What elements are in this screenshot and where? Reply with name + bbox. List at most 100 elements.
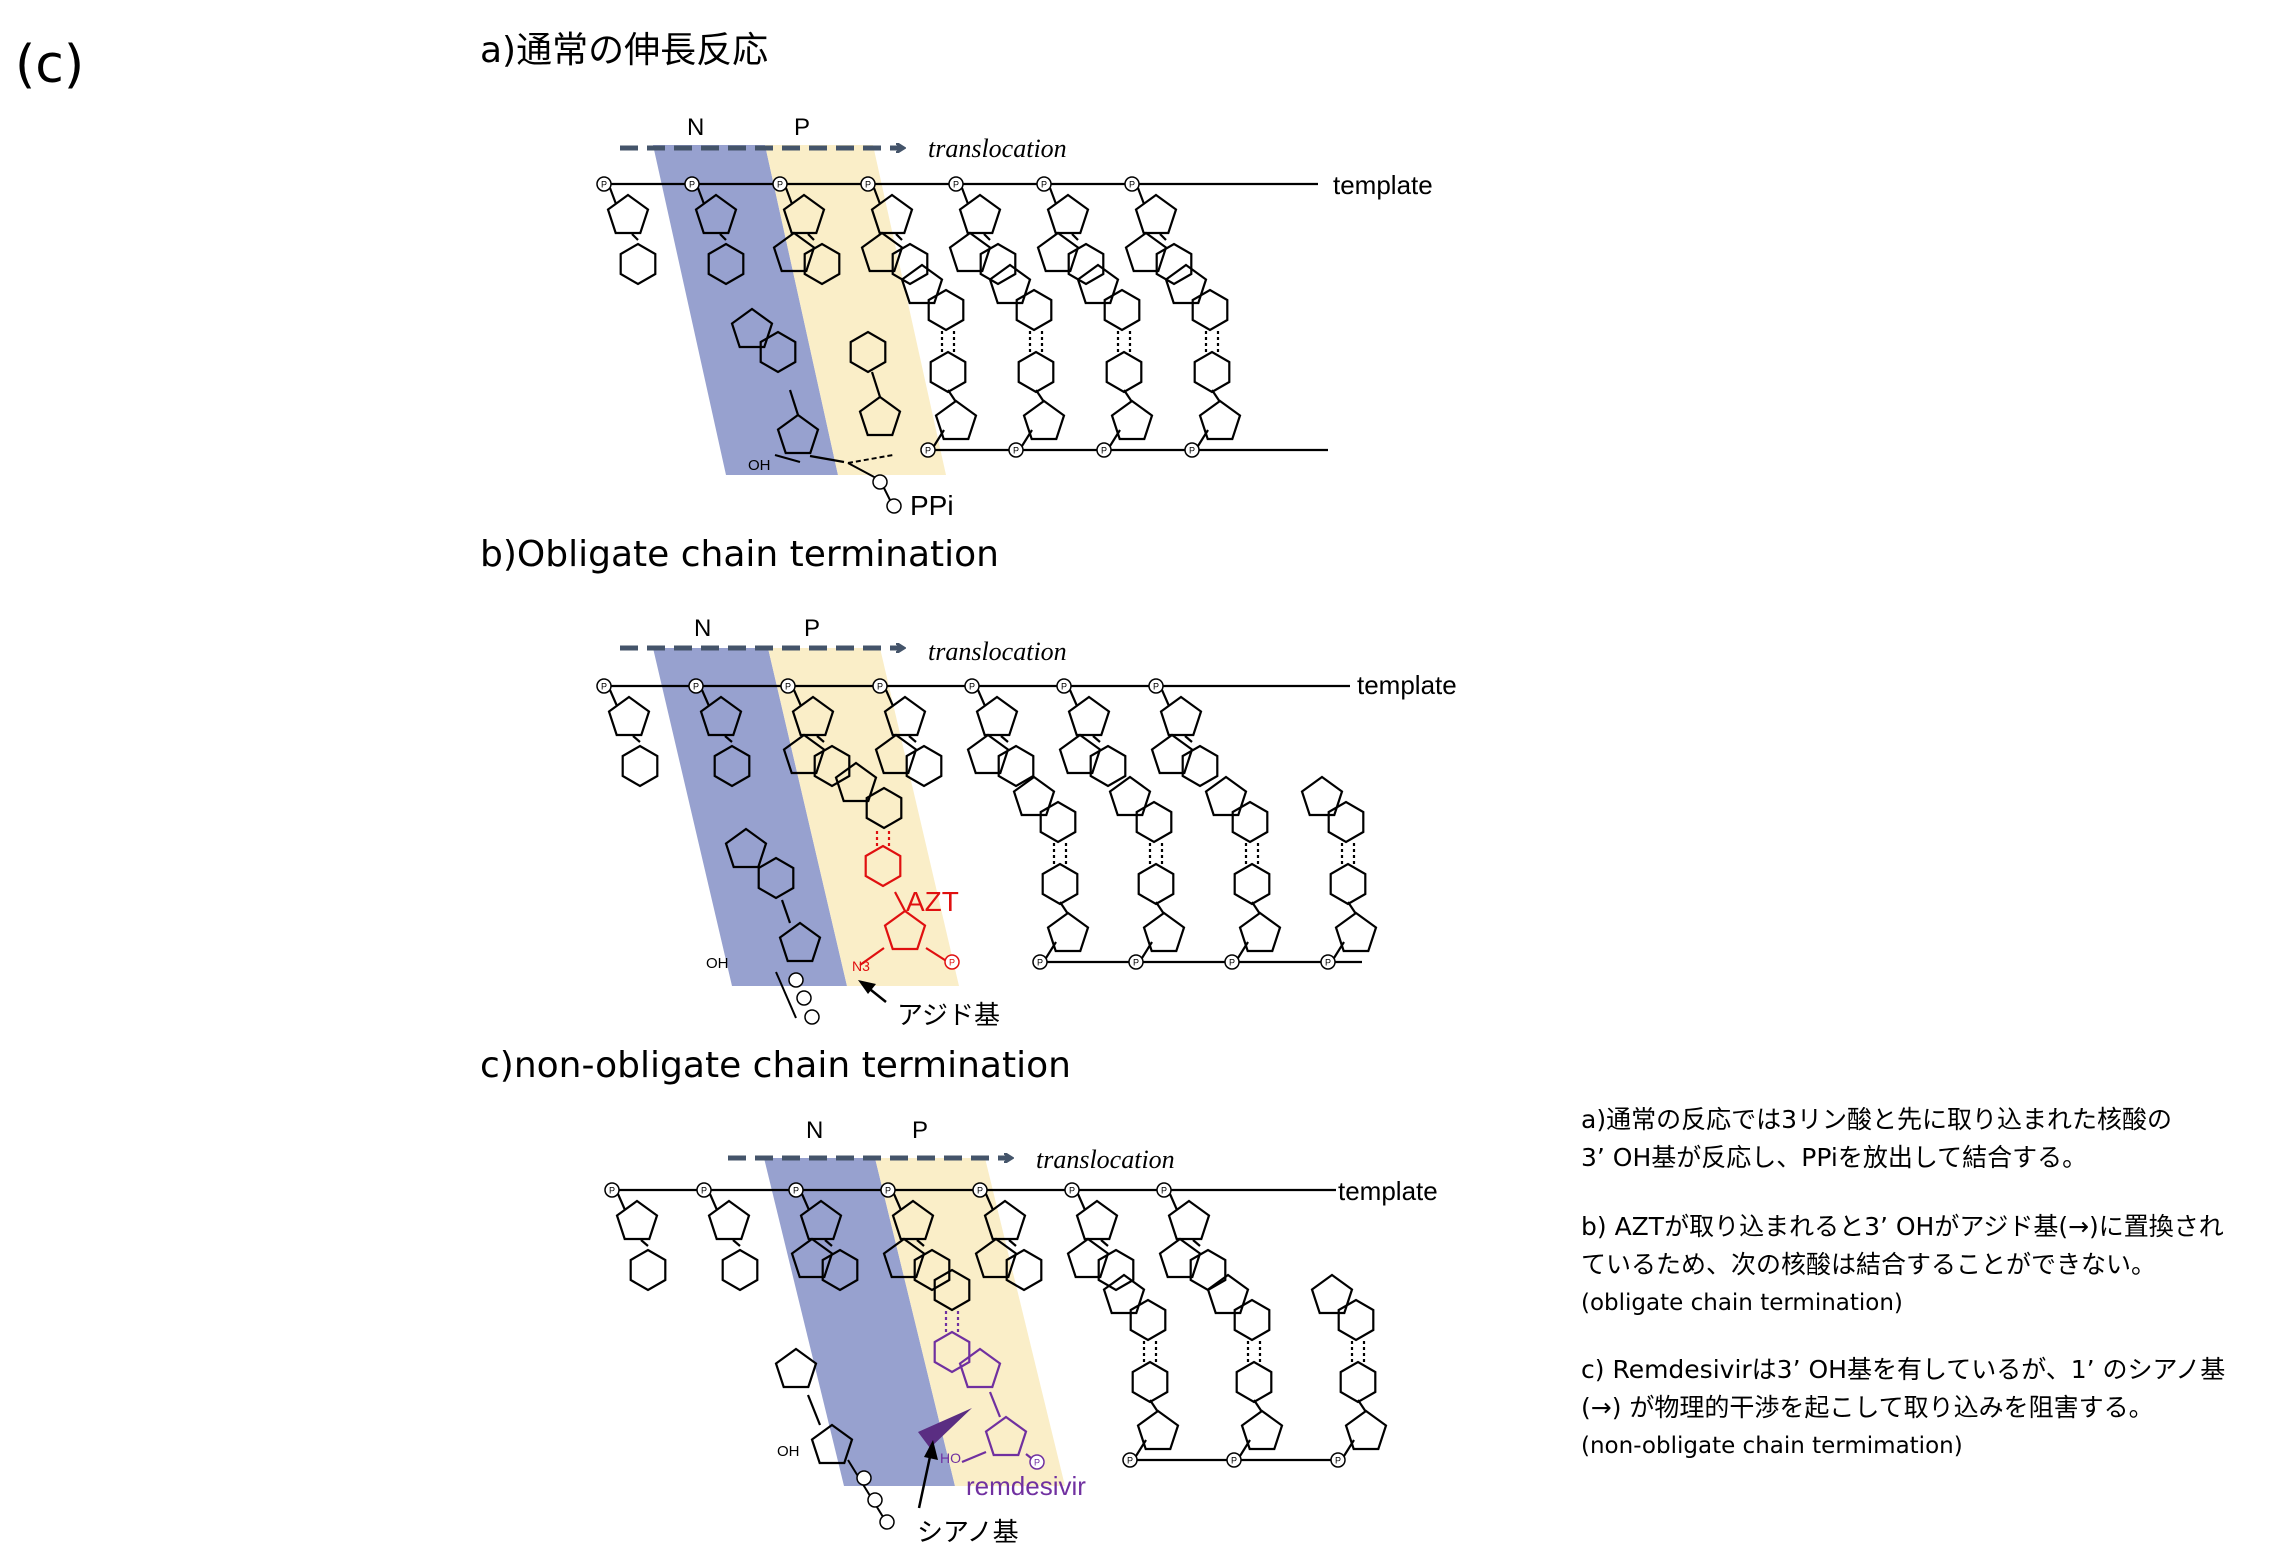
sugar-ring bbox=[1076, 263, 1120, 305]
sugar-ring bbox=[772, 231, 816, 273]
phosphate-symbol: P bbox=[865, 180, 871, 190]
phosphate-symbol: P bbox=[1127, 1456, 1133, 1466]
sugar-ring bbox=[1075, 1199, 1119, 1241]
phosphate-symbol: P bbox=[1101, 446, 1107, 456]
phosphate-symbol: P bbox=[953, 180, 959, 190]
bond-line bbox=[1045, 941, 1057, 959]
note-c-line-1: c) Remdesivirは3’ OH基を有しているが、1’ のシアノ基 bbox=[1581, 1355, 2226, 1384]
phosphate-icon bbox=[1148, 678, 1164, 694]
phosphate-symbol: P bbox=[1229, 958, 1235, 968]
sugar-ring bbox=[1134, 193, 1178, 235]
cyano-arrow bbox=[917, 1440, 938, 1509]
sugar-ring bbox=[1164, 263, 1208, 305]
triphosphate-tail bbox=[847, 1459, 895, 1530]
bond-line bbox=[916, 1239, 925, 1247]
sugar-ring bbox=[810, 1423, 854, 1465]
note-a: a)通常の反応では3リン酸と先に取り込まれた核酸の 3’ OH基が反応し、PPi… bbox=[1581, 1101, 2271, 1177]
base-ring bbox=[621, 744, 659, 788]
base-ring bbox=[1327, 800, 1365, 844]
n-label: N bbox=[687, 114, 704, 141]
phosphate-symbol: P bbox=[1069, 1186, 1075, 1196]
sugar-ring bbox=[958, 193, 1002, 235]
bond-line bbox=[780, 899, 792, 924]
note-a-line-1: a)通常の反応では3リン酸と先に取り込まれた核酸の bbox=[1581, 1105, 2172, 1134]
phosphate-icon bbox=[1096, 442, 1112, 458]
bond-line bbox=[1136, 187, 1146, 205]
base-ring bbox=[1155, 242, 1193, 286]
base-ring bbox=[1067, 242, 1105, 286]
bond-line bbox=[1021, 429, 1033, 447]
template-label: template bbox=[1357, 670, 1457, 700]
sugar-ring bbox=[699, 695, 743, 737]
phosphate-icon bbox=[1008, 442, 1024, 458]
bond-line bbox=[1197, 429, 1209, 447]
bond-line bbox=[824, 1239, 833, 1247]
sugar-ring bbox=[1046, 911, 1090, 953]
note-b-line-3: (obligate chain termination) bbox=[1581, 1290, 1903, 1316]
bond-line bbox=[1343, 1439, 1355, 1457]
bond-line bbox=[925, 947, 949, 963]
sugar-ring bbox=[782, 193, 826, 235]
bond-line bbox=[792, 689, 803, 707]
p-label: P bbox=[794, 114, 810, 141]
sugar-ring bbox=[778, 921, 822, 963]
base-ring bbox=[1233, 1298, 1271, 1342]
base-ring bbox=[927, 288, 965, 332]
bond-line bbox=[894, 891, 906, 912]
base-ring bbox=[1339, 1360, 1377, 1404]
azt-label: AZT bbox=[906, 886, 959, 917]
translocation-label: translocation bbox=[928, 134, 1067, 163]
sugar-ring bbox=[1058, 733, 1102, 775]
phosphate-symbol: P bbox=[1153, 682, 1159, 692]
bond-line bbox=[1000, 735, 1009, 743]
sugar-ring bbox=[707, 1199, 751, 1241]
sugar-ring bbox=[1150, 733, 1194, 775]
base-ring bbox=[979, 242, 1017, 286]
sugar-ring bbox=[1158, 1237, 1202, 1279]
sugar-ring bbox=[1108, 775, 1152, 817]
base-ring bbox=[1039, 800, 1077, 844]
bond-line bbox=[895, 233, 903, 241]
p-band bbox=[768, 648, 959, 986]
base-ring bbox=[1233, 862, 1271, 906]
phosphate-icon bbox=[596, 176, 612, 192]
phosphate-symbol: P bbox=[1335, 1456, 1341, 1466]
base-ring bbox=[1097, 1248, 1135, 1292]
bond-line bbox=[933, 429, 945, 447]
bond-line bbox=[807, 233, 815, 241]
phosphate-icon bbox=[1029, 1454, 1045, 1470]
panel-b-title: b)Obligate chain termination bbox=[480, 534, 999, 575]
phosphate-symbol: P bbox=[885, 1186, 891, 1196]
base-ring bbox=[1103, 288, 1141, 332]
base-ring bbox=[1193, 350, 1231, 394]
p-band bbox=[765, 145, 946, 475]
phosphate-symbol: P bbox=[693, 682, 699, 692]
bond-line bbox=[816, 735, 825, 743]
bond-line bbox=[983, 233, 991, 241]
sugar-ring bbox=[1110, 399, 1154, 441]
bond-line bbox=[608, 689, 619, 707]
panel-c-title: c)non-obligate chain termination bbox=[480, 1045, 1071, 1086]
note-b-line-2: ているため、次の核酸は結合することができない。 bbox=[1581, 1250, 2157, 1279]
bond-line bbox=[608, 187, 618, 205]
sugar-ring bbox=[606, 193, 650, 235]
sugar-ring bbox=[1334, 911, 1378, 953]
phosphate-icon bbox=[688, 678, 704, 694]
bond-line bbox=[788, 389, 800, 416]
phosphate-icon bbox=[880, 1182, 896, 1198]
note-b-line-1: b) AZTが取り込まれると3’ OHがアジド基(→)に置換され bbox=[1581, 1212, 2224, 1241]
bond-line bbox=[1237, 941, 1249, 959]
phosphate-icon bbox=[1064, 1182, 1080, 1198]
sugar-ring bbox=[974, 1237, 1018, 1279]
phosphate-symbol: P bbox=[609, 1186, 615, 1196]
bond-line bbox=[859, 947, 885, 966]
sugar-ring bbox=[799, 1199, 843, 1241]
phosphate-icon bbox=[1032, 954, 1048, 970]
phosphate-symbol: P bbox=[977, 1186, 983, 1196]
base-ring bbox=[629, 1248, 667, 1292]
base-ring bbox=[1131, 1360, 1169, 1404]
sugar-ring bbox=[1066, 1237, 1110, 1279]
n-label: N bbox=[806, 1117, 823, 1144]
phosphate-icon bbox=[1128, 954, 1144, 970]
